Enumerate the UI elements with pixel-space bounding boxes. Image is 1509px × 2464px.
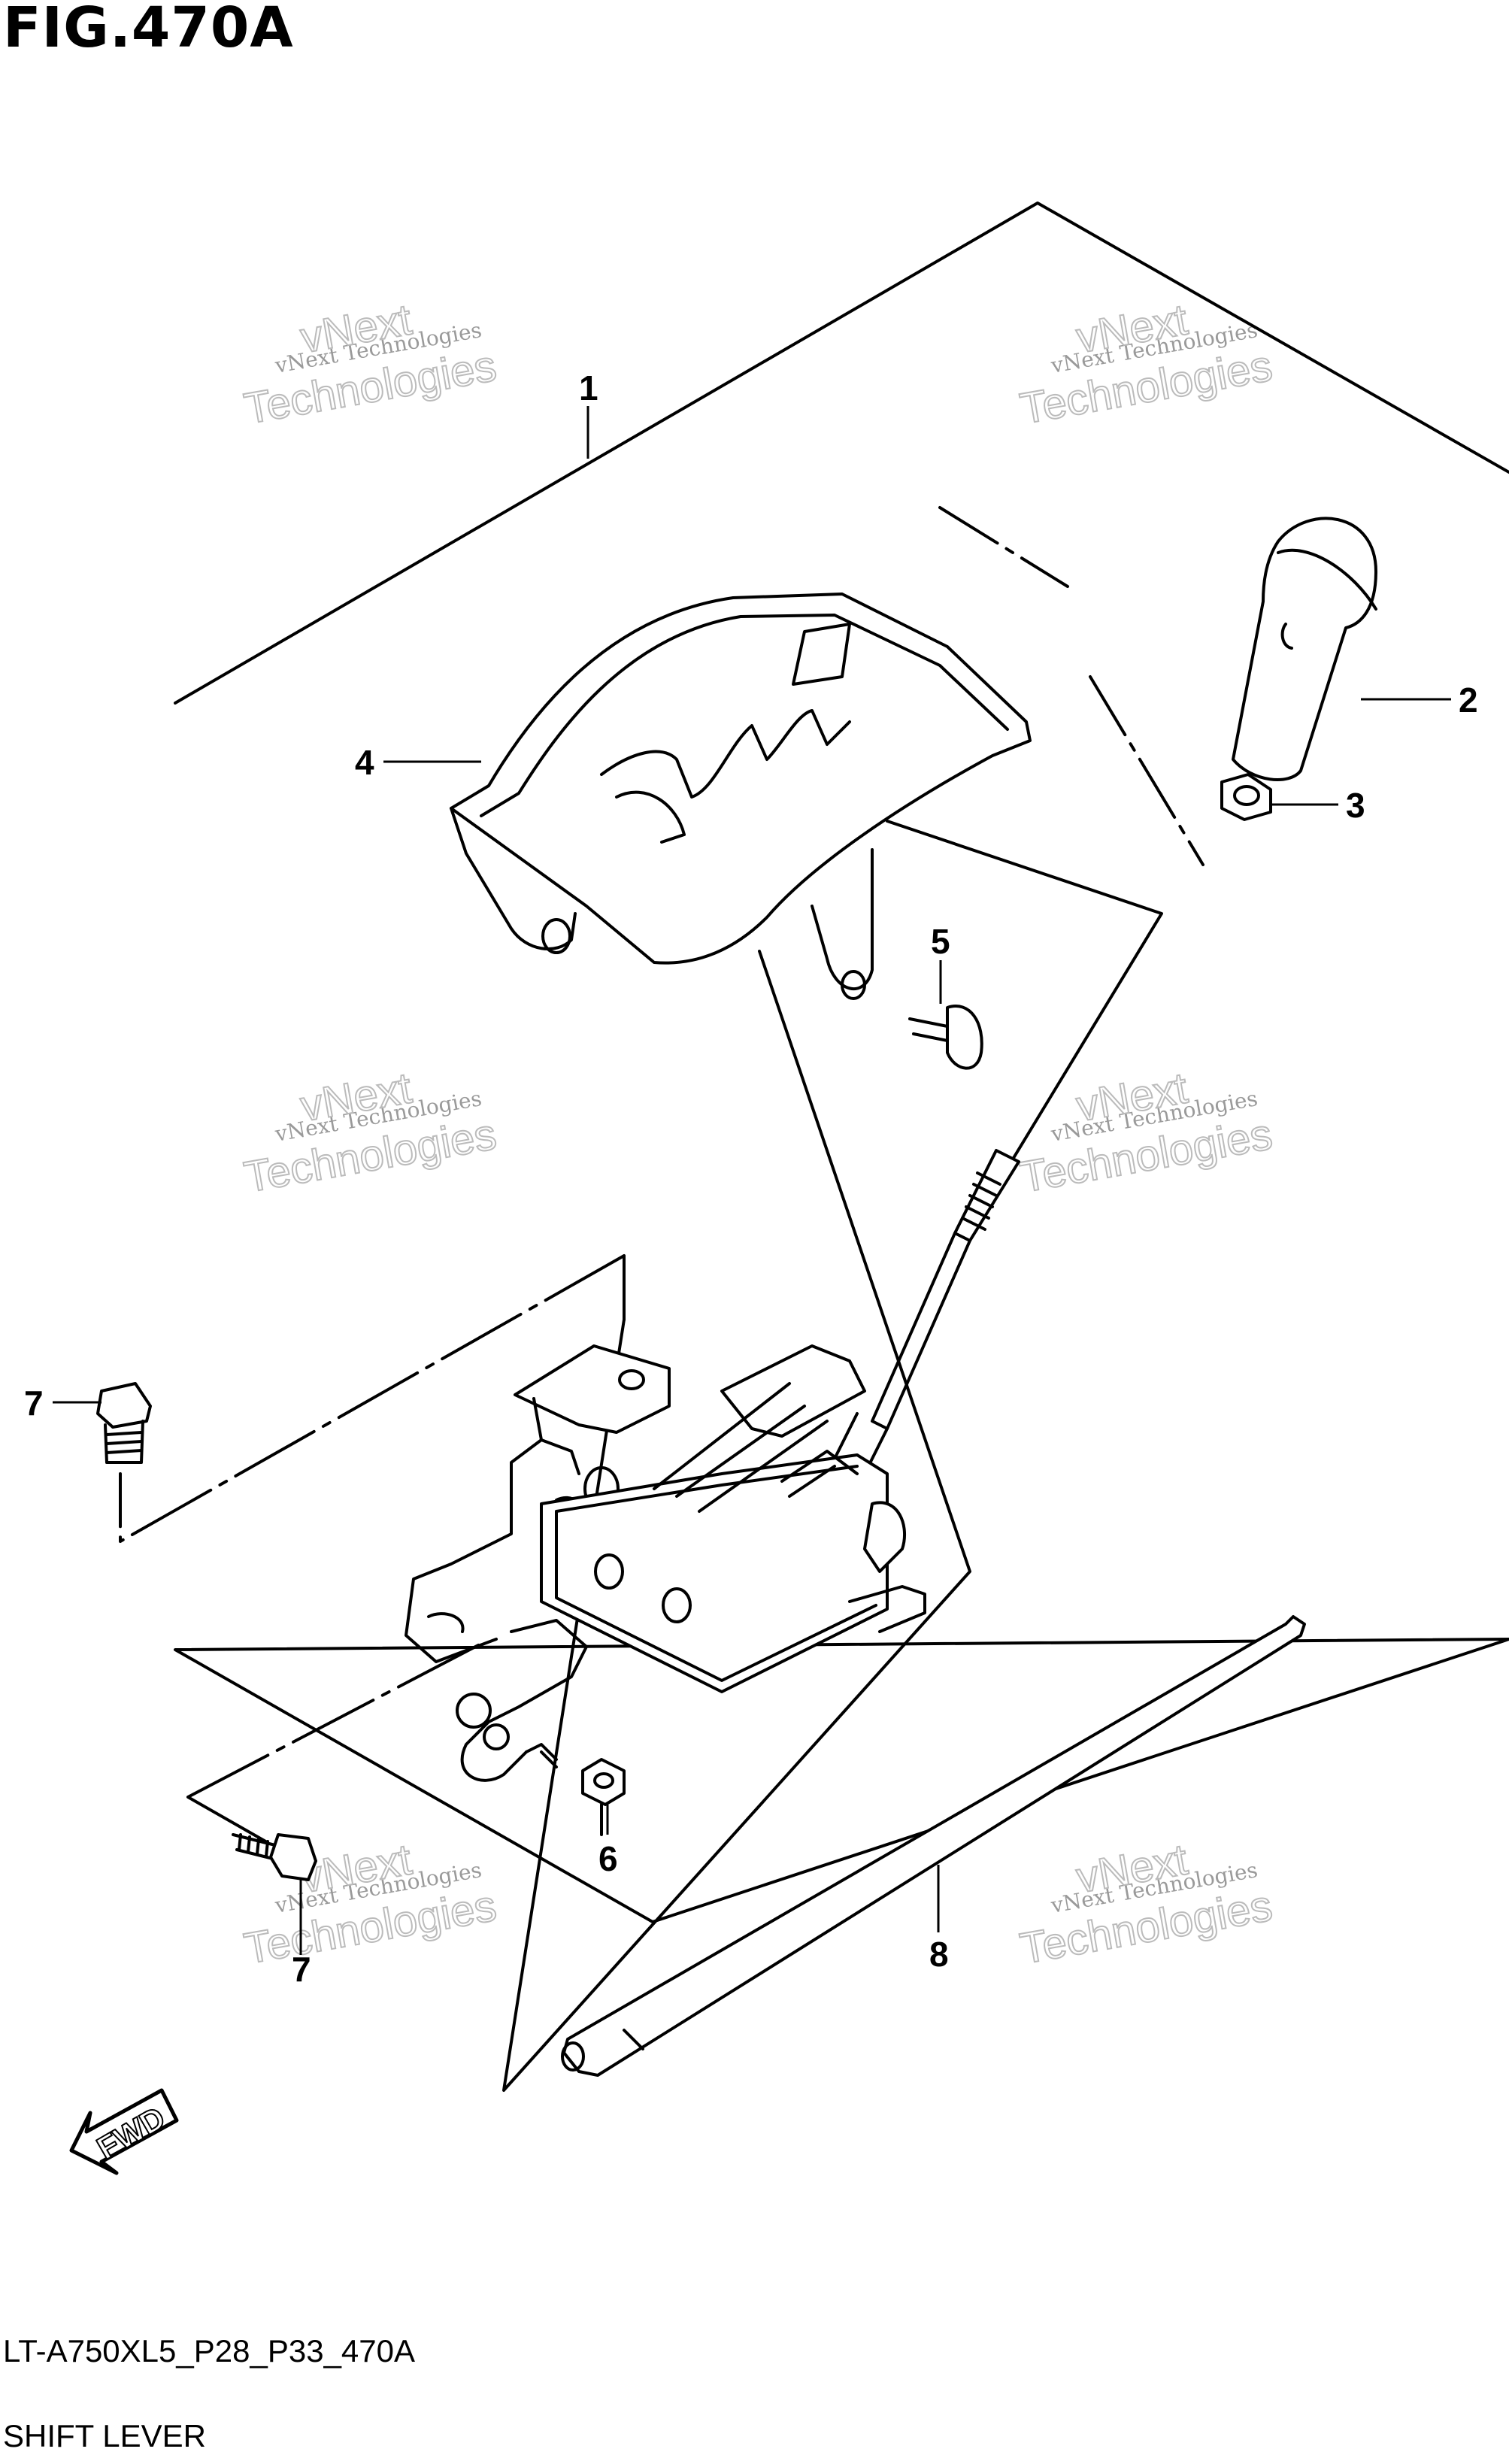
- callout-7-upper: 7: [24, 1384, 44, 1423]
- callout-6: 6: [598, 1839, 618, 1878]
- leader-boot: [886, 820, 1163, 1163]
- callout-3: 3: [1346, 786, 1365, 825]
- callout-2: 2: [1459, 680, 1478, 720]
- knob-nut[interactable]: [1220, 773, 1272, 821]
- figure-title: FIG.470A: [3, 0, 294, 60]
- shift-boot-cover[interactable]: [450, 593, 1032, 1000]
- watermark-middle-right: vNext Technologies vNext Technologies: [1016, 1062, 1277, 1202]
- callout-4: 4: [355, 743, 374, 782]
- bolt-5[interactable]: [908, 1005, 983, 1070]
- nut-6[interactable]: [581, 1758, 626, 1806]
- callout-7-lower: 7: [292, 1950, 311, 1989]
- callout-8: 8: [929, 1935, 949, 1974]
- assembly-boundary-1: [174, 202, 1509, 1923]
- flange-bolt-7-upper[interactable]: [96, 1382, 152, 1464]
- leader-lower-bolt: [186, 1642, 483, 1859]
- watermark-bottom-right: vNext Technologies vNext Technologies: [1016, 1834, 1277, 1974]
- callout-1: 1: [579, 368, 598, 408]
- leader-rod: [502, 950, 971, 2092]
- shift-lever[interactable]: [833, 1149, 1020, 1475]
- shift-rod-8[interactable]: [561, 1615, 1306, 2077]
- diagram-caption: SHIFT LEVER: [3, 2418, 206, 2453]
- leader-knob-to-lever: [938, 506, 1204, 866]
- shift-bracket-assembly[interactable]: [405, 1344, 926, 1782]
- flange-bolt-7-lower[interactable]: [232, 1833, 317, 1881]
- callout-5: 5: [931, 922, 950, 961]
- watermark-middle-left: vNext Technologies vNext Technologies: [240, 1062, 501, 1202]
- watermark-top-left: vNext Technologies vNext Technologies: [240, 294, 501, 434]
- watermark-top-right: vNext Technologies vNext Technologies: [1016, 294, 1277, 434]
- leader-bracket-box: [119, 1254, 626, 1543]
- shift-knob[interactable]: [1232, 517, 1377, 781]
- fwd-arrow-icon: [69, 2088, 179, 2175]
- diagram-code: LT-A750XL5_P28_P33_470A: [3, 2333, 416, 2369]
